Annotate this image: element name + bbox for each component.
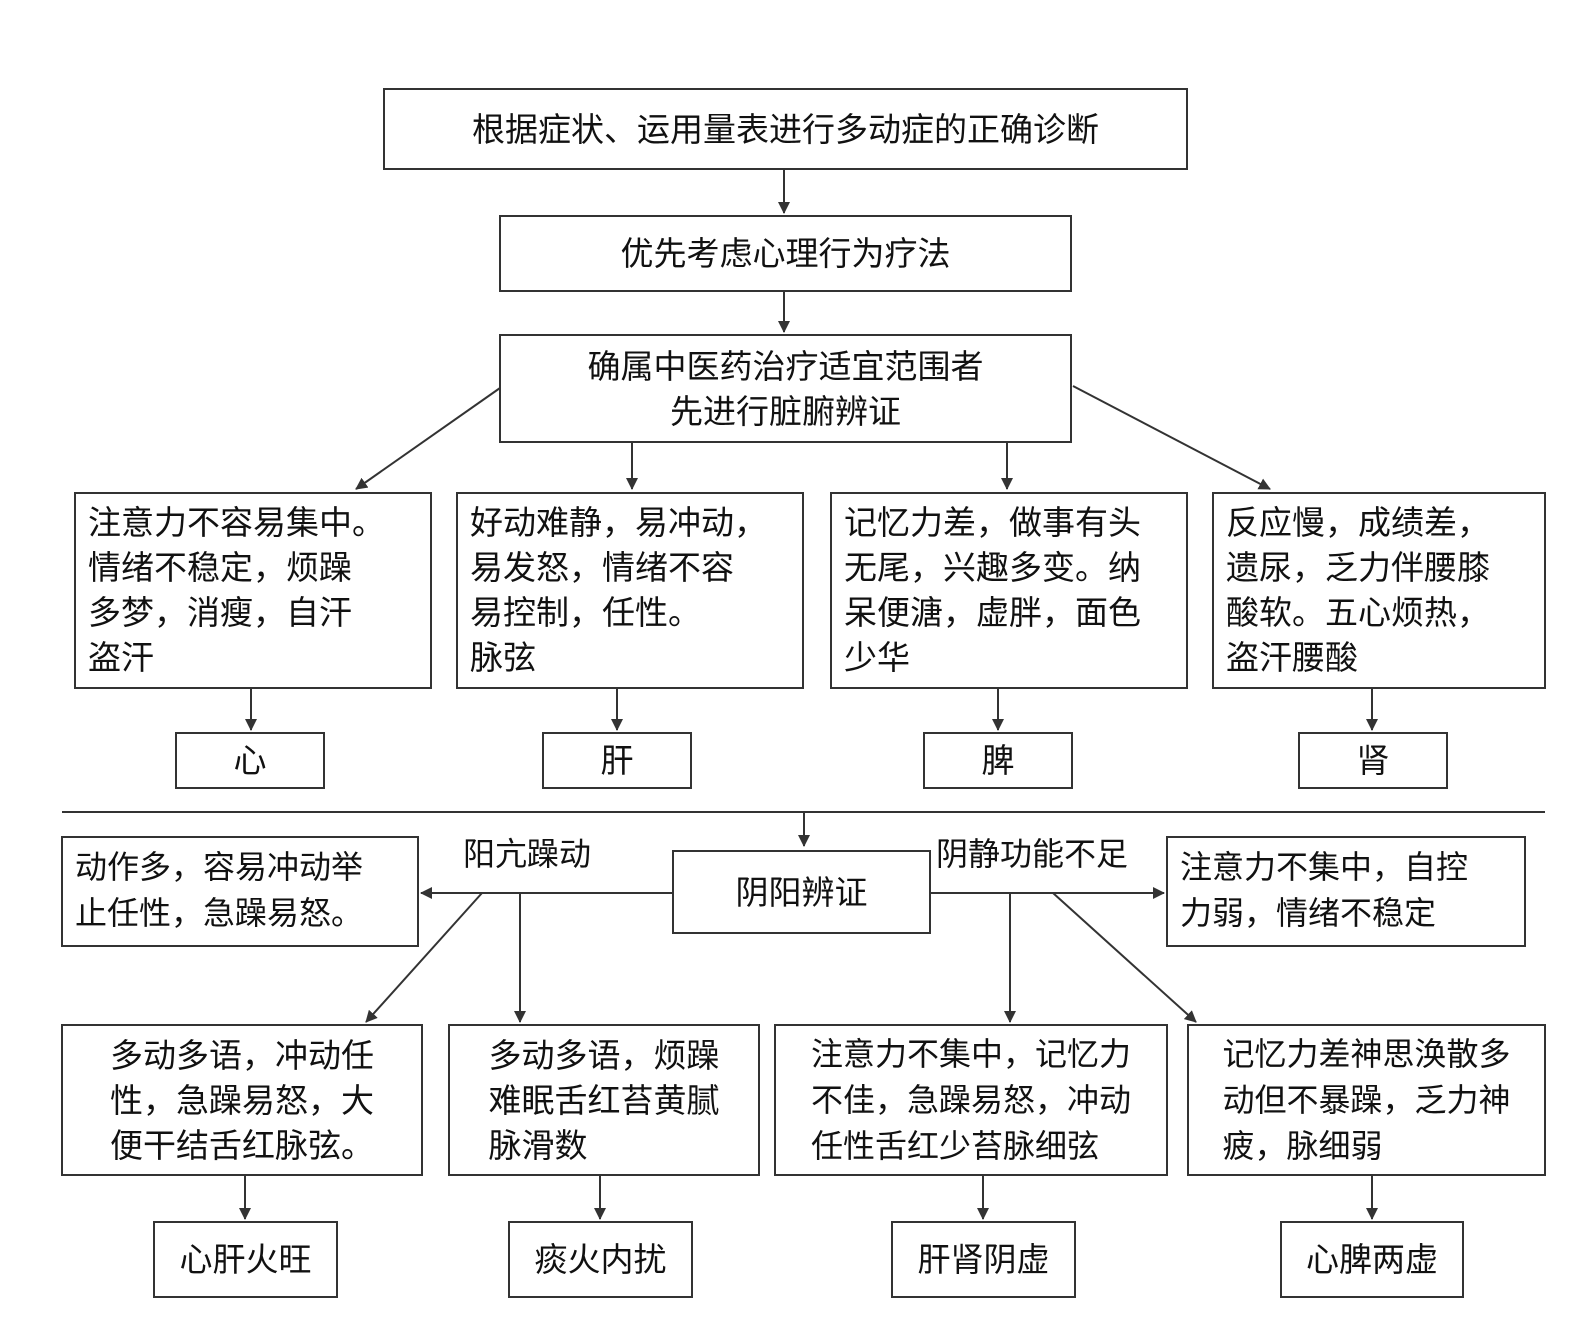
liver-symptoms-box: 好动难静，易冲动， 易发怒，情绪不容 易控制，任性。 脉弦 [456, 492, 804, 689]
behavior-therapy-box: 优先考虑心理行为疗法 [499, 215, 1072, 292]
syndrome-3-name: 肝肾阴虚 [917, 1240, 1050, 1279]
yin-label: 阴静功能不足 [936, 834, 1129, 874]
organ-kidney-box: 肾 [1298, 732, 1448, 789]
syndrome-4-name-box: 心脾两虚 [1280, 1221, 1464, 1298]
behavior-therapy-text: 优先考虑心理行为疗法 [620, 234, 951, 273]
arrow-step3-to-kidney [1072, 385, 1271, 490]
syndrome-4-symptoms-text: 记忆力差神思涣散多 动但不暴躁，乏力神 疲，脉细弱 [1222, 1035, 1511, 1165]
syndrome-1-name: 心肝火旺 [179, 1240, 312, 1279]
arrow-yang-to-xingan [365, 892, 483, 1023]
syndrome-3-symptoms-box: 注意力不集中，记忆力 不佳，急躁易怒，冲动 任性舌红少苔脉细弦 [774, 1024, 1168, 1176]
arrow-step3-to-heart [355, 387, 501, 490]
spleen-symptoms-text: 记忆力差，做事有头 无尾，兴趣多变。纳 呆便溏，虚胖，面色 少华 [844, 503, 1141, 677]
tcm-scope-text: 确属中医药治疗适宜范围者 先进行脏腑辨证 [587, 346, 984, 431]
syndrome-1-name-box: 心肝火旺 [153, 1221, 338, 1298]
diagnosis-box: 根据症状、运用量表进行多动症的正确诊断 [383, 88, 1188, 170]
kidney-symptoms-text: 反应慢，成绩差， 遗尿，乏力伴腰膝 酸软。五心烦热， 盗汗腰酸 [1226, 503, 1490, 677]
yang-desc-box: 动作多，容易冲动举 止任性，急躁易怒。 [61, 836, 419, 947]
syndrome-2-name-box: 痰火内扰 [508, 1221, 693, 1298]
organ-spleen-box: 脾 [923, 732, 1073, 789]
yin-desc-text: 注意力不集中，自控 力弱，情绪不稳定 [1180, 848, 1469, 932]
organ-heart-box: 心 [175, 732, 325, 789]
diagnosis-text: 根据症状、运用量表进行多动症的正确诊断 [472, 109, 1099, 149]
organ-liver-box: 肝 [542, 732, 692, 789]
syndrome-3-name-box: 肝肾阴虚 [891, 1221, 1076, 1298]
tcm-scope-box: 确属中医药治疗适宜范围者 先进行脏腑辨证 [499, 334, 1072, 443]
spleen-symptoms-box: 记忆力差，做事有头 无尾，兴趣多变。纳 呆便溏，虚胖，面色 少华 [830, 492, 1188, 689]
yin-desc-box: 注意力不集中，自控 力弱，情绪不稳定 [1166, 836, 1526, 947]
heart-symptoms-text: 注意力不容易集中。 情绪不稳定，烦躁 多梦，消瘦，自汗 盗汗 [88, 503, 385, 677]
heart-symptoms-box: 注意力不容易集中。 情绪不稳定，烦躁 多梦，消瘦，自汗 盗汗 [74, 492, 432, 689]
syndrome-1-symptoms-text: 多动多语，冲动任 性，急躁易怒，大 便干结舌红脉弦。 [110, 1035, 374, 1165]
syndrome-4-name: 心脾两虚 [1306, 1240, 1438, 1279]
organ-liver-label: 肝 [600, 741, 634, 780]
syndrome-2-symptoms-box: 多动多语，烦躁 难眠舌红苔黄腻 脉滑数 [448, 1024, 760, 1176]
yang-desc-text: 动作多，容易冲动举 止任性，急躁易怒。 [75, 848, 364, 932]
arrow-yin-to-xinpi [1052, 892, 1197, 1023]
organ-heart-label: 心 [233, 741, 267, 780]
kidney-symptoms-box: 反应慢，成绩差， 遗尿，乏力伴腰膝 酸软。五心烦热， 盗汗腰酸 [1212, 492, 1546, 689]
yang-label: 阳亢躁动 [463, 834, 592, 874]
organ-kidney-label: 肾 [1356, 741, 1390, 780]
organ-spleen-label: 脾 [981, 741, 1015, 780]
yinyang-text: 阴阳辨证 [735, 872, 868, 912]
syndrome-4-symptoms-box: 记忆力差神思涣散多 动但不暴躁，乏力神 疲，脉细弱 [1187, 1024, 1546, 1176]
syndrome-2-symptoms-text: 多动多语，烦躁 难眠舌红苔黄腻 脉滑数 [488, 1035, 720, 1165]
yinyang-box: 阴阳辨证 [672, 850, 931, 934]
syndrome-2-name: 痰火内扰 [534, 1240, 667, 1279]
syndrome-1-symptoms-box: 多动多语，冲动任 性，急躁易怒，大 便干结舌红脉弦。 [61, 1024, 423, 1176]
syndrome-3-symptoms-text: 注意力不集中，记忆力 不佳，急躁易怒，冲动 任性舌红少苔脉细弦 [810, 1035, 1131, 1165]
liver-symptoms-text: 好动难静，易冲动， 易发怒，情绪不容 易控制，任性。 脉弦 [470, 503, 767, 677]
